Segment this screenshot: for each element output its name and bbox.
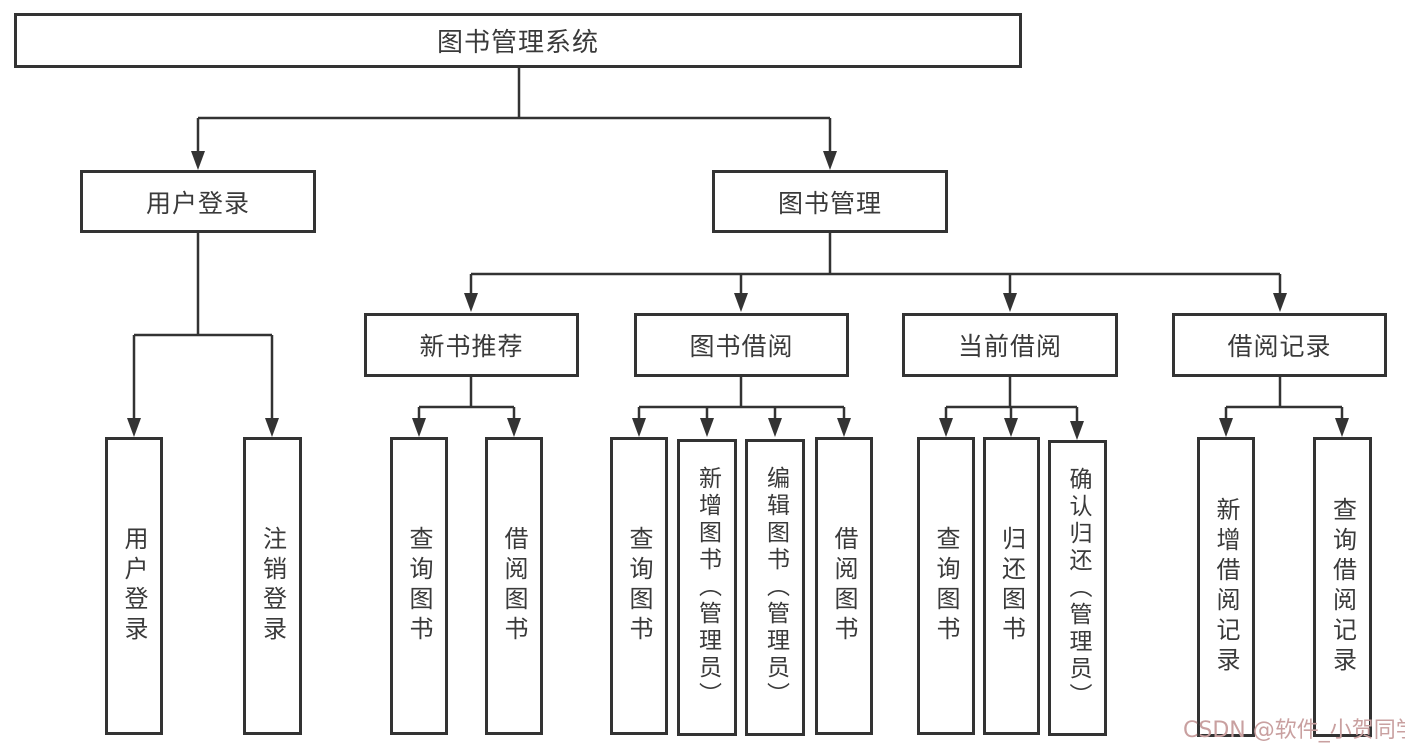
node-current-return-books: 归还图书 [983, 437, 1040, 735]
node-borrowing-edit-books-admin: 编辑图书（管理员） [745, 439, 805, 736]
node-new-book-recommendation: 新书推荐 [364, 313, 579, 377]
node-recommend-query-books: 查询图书 [390, 437, 448, 735]
node-logout-leaf: 注销登录 [243, 437, 302, 735]
node-borrowing-add-books-admin: 新增图书（管理员） [677, 439, 737, 736]
node-borrowing-borrow-books: 借阅图书 [815, 437, 873, 735]
node-user-login-leaf: 用户登录 [105, 437, 163, 735]
node-book-borrowing: 图书借阅 [634, 313, 849, 377]
node-records-add-record: 新增借阅记录 [1197, 437, 1255, 737]
node-current-borrowing: 当前借阅 [902, 313, 1118, 377]
watermark-text: CSDN @软件_小贺同学 [1183, 718, 1405, 743]
node-borrowing-records: 借阅记录 [1172, 313, 1387, 377]
node-user-login: 用户登录 [80, 170, 316, 233]
node-system-root: 图书管理系统 [14, 13, 1022, 68]
node-borrowing-query-books: 查询图书 [610, 437, 668, 735]
node-records-query-record: 查询借阅记录 [1313, 437, 1372, 737]
node-current-query-books: 查询图书 [917, 437, 975, 735]
node-book-management: 图书管理 [712, 170, 948, 233]
node-recommend-borrow-books: 借阅图书 [485, 437, 543, 735]
node-current-confirm-return-admin: 确认归还（管理员） [1048, 440, 1107, 736]
